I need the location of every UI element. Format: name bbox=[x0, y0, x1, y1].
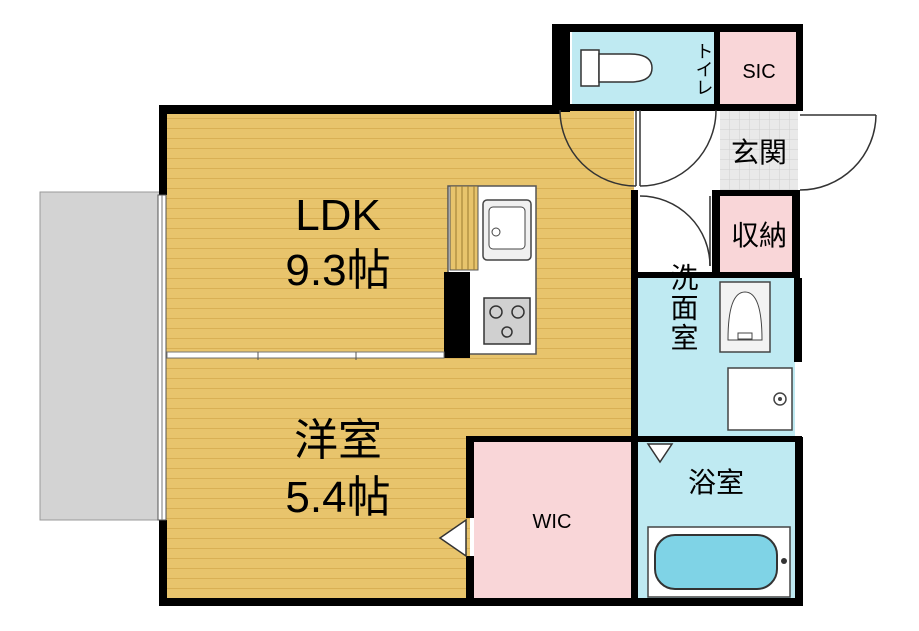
wic-floor bbox=[474, 440, 634, 601]
ldk-size: 9.3帖 bbox=[285, 246, 390, 295]
entrance-floor bbox=[720, 110, 798, 190]
storage-floor bbox=[720, 195, 796, 273]
ldk-floor bbox=[164, 110, 634, 358]
sink-icon bbox=[482, 199, 532, 261]
toilet-label: トイレ bbox=[693, 42, 714, 96]
washbasin-icon bbox=[719, 281, 771, 353]
hall-door bbox=[639, 109, 717, 187]
stove-icon bbox=[483, 297, 531, 345]
entrance-door bbox=[799, 114, 877, 191]
washroom-label: 洗面室 bbox=[667, 263, 700, 353]
bathroom-label: 浴室 bbox=[688, 466, 744, 499]
kitchen-shelf bbox=[449, 185, 479, 271]
toilet-icon bbox=[580, 49, 653, 87]
sic-floor bbox=[720, 30, 796, 106]
western-room-size: 5.4帖 bbox=[285, 473, 390, 522]
bathtub-icon bbox=[647, 526, 791, 598]
walls bbox=[159, 24, 803, 606]
ldk-floor-lower bbox=[470, 358, 634, 440]
toilet-door bbox=[559, 109, 637, 187]
hallway-floor bbox=[637, 110, 715, 277]
wic-door-marker bbox=[438, 518, 467, 558]
balcony bbox=[39, 191, 163, 521]
storage-door bbox=[639, 195, 711, 267]
sic-label: SIC bbox=[742, 61, 775, 83]
wic-label: WIC bbox=[533, 511, 572, 533]
entrance-label: 玄関 bbox=[731, 136, 787, 169]
western-room-floor bbox=[164, 358, 470, 601]
storage-label: 収納 bbox=[731, 219, 787, 252]
western-room-label: 洋室 bbox=[294, 416, 382, 465]
balcony-window bbox=[157, 194, 167, 521]
bathroom-door-marker bbox=[646, 443, 674, 464]
washing-machine-icon bbox=[727, 367, 793, 431]
room-divider-sliding-doors bbox=[166, 351, 445, 360]
ldk-label: LDK bbox=[295, 191, 381, 240]
